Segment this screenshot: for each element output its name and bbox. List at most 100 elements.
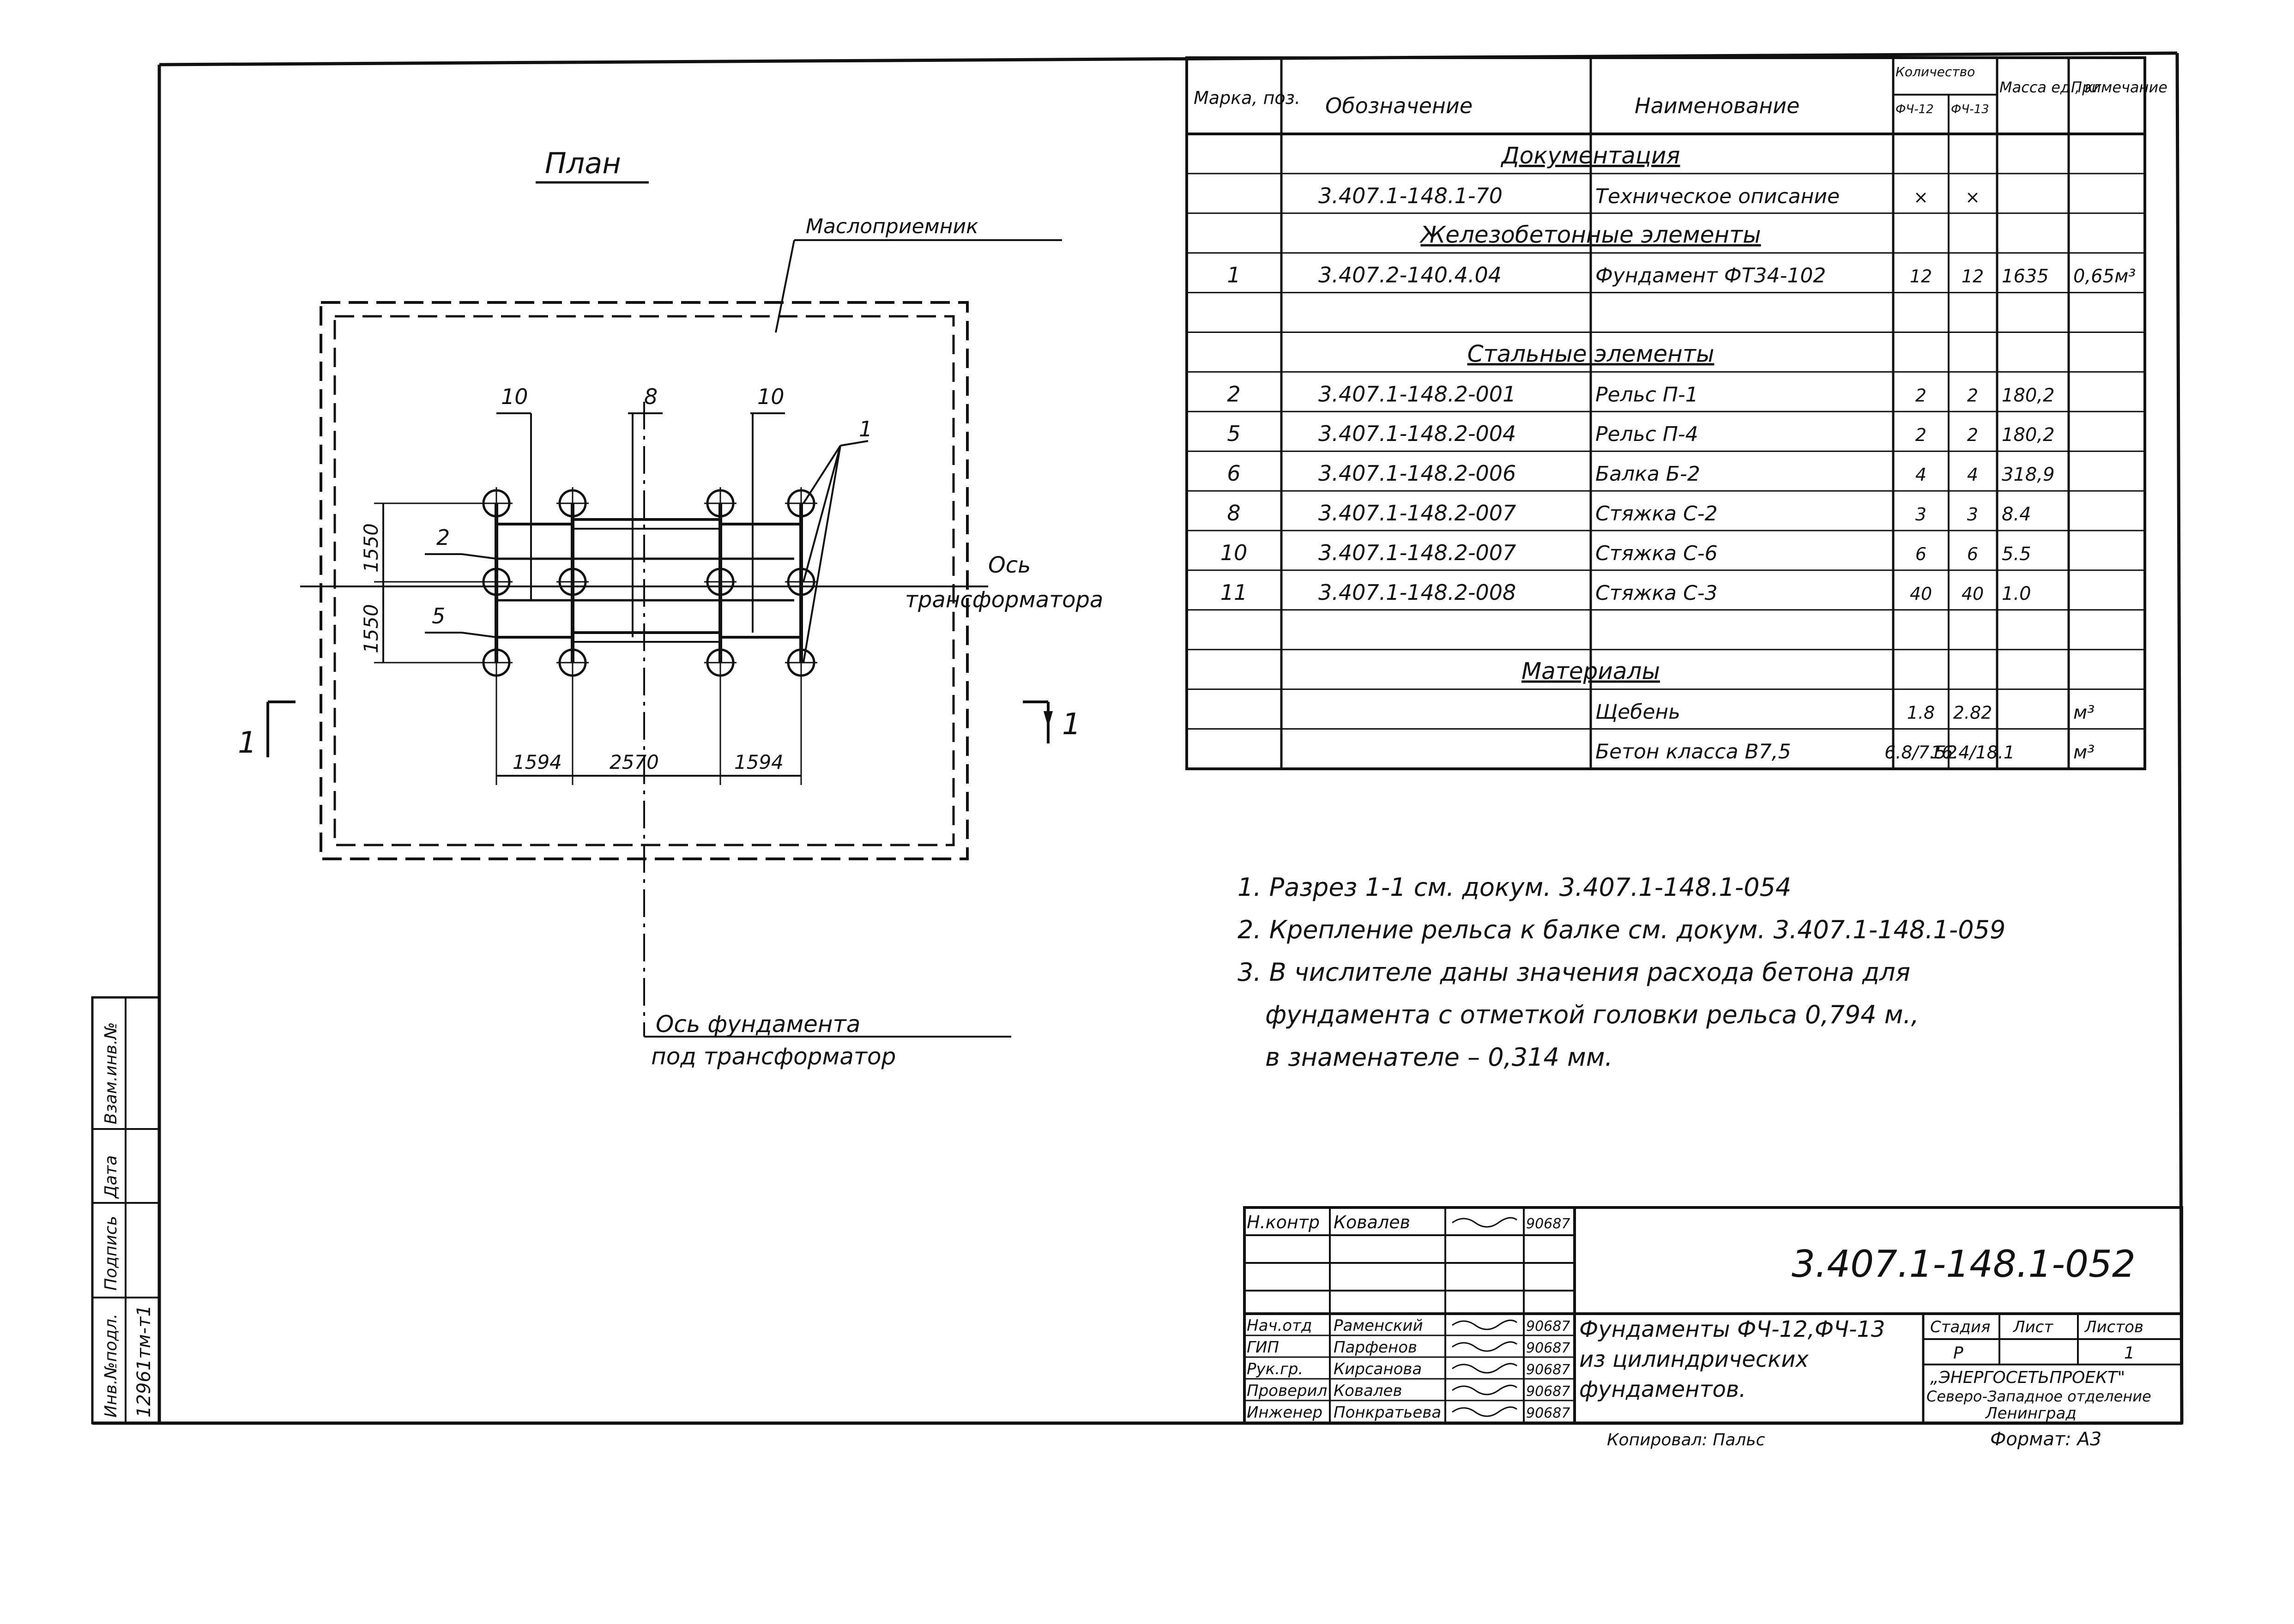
- signature-role: Инженер: [1247, 1403, 1322, 1422]
- foundation-circle: [785, 566, 817, 598]
- cell-qty-2: 6: [1967, 544, 1978, 564]
- foundation-circle: [556, 646, 589, 679]
- signature-role: Нач.отд: [1247, 1316, 1312, 1335]
- svg-text:2: 2: [436, 525, 450, 550]
- cell-qty-2: 3: [1967, 504, 1978, 525]
- foundation-axis-label-2: под трансформатор: [651, 1043, 896, 1070]
- cell-name: Техническое описание: [1595, 185, 1840, 208]
- cell-designation: 3.407.1-148.2-006: [1318, 461, 1516, 486]
- cell-position: 5: [1227, 421, 1240, 446]
- handwritten-signature: [1452, 1341, 1517, 1352]
- cell-mass: 180,2: [2002, 385, 2055, 406]
- header-mass: Масса ед., кг: [1999, 78, 2101, 96]
- header-name: Наименование: [1635, 93, 1799, 118]
- cell-qty-2: 12: [1962, 266, 1984, 287]
- header-designation: Обозначение: [1325, 93, 1473, 118]
- signature-date: 90687: [1526, 1405, 1570, 1421]
- cell-note: м³: [2073, 742, 2095, 763]
- cell-qty-1: ×: [1914, 187, 1928, 207]
- cell-position: 11: [1220, 580, 1248, 605]
- note-line: фундамента с отметкой головки рельса 0,7…: [1265, 1000, 1919, 1029]
- svg-text:1594: 1594: [734, 751, 784, 773]
- cell-name: Щебень: [1595, 700, 1680, 724]
- section-heading: Стальные элементы: [1467, 340, 1714, 367]
- cell-position: 10: [1220, 540, 1248, 565]
- organization-line-1: „ЭНЕРГОСЕТЬПРОЕКТ": [1930, 1368, 2125, 1387]
- cell-qty-2: 40: [1962, 584, 1984, 604]
- svg-text:8: 8: [644, 384, 658, 409]
- note-line: 3. В числителе даны значения расхода бет…: [1238, 958, 1910, 987]
- cell-designation: 3.407.1-148.2-007: [1318, 501, 1516, 525]
- rails: [496, 518, 801, 643]
- strip-label-signature: Подпись: [102, 1216, 121, 1291]
- cell-name: Рельс П-4: [1595, 423, 1698, 446]
- sheets-value: 1: [2124, 1344, 2135, 1363]
- cell-position: 1: [1227, 263, 1240, 288]
- callout-leaders: 10 8 10 1 2 5: [425, 384, 872, 663]
- foundation-circle: [704, 566, 736, 598]
- copied-by: Копировал: Пальс: [1607, 1431, 1765, 1449]
- header-mark: Марка, поз.: [1194, 88, 1300, 108]
- foundation-circle: [704, 487, 736, 519]
- cell-note: м³: [2073, 702, 2095, 724]
- signature-name: Ковалев: [1334, 1382, 1402, 1400]
- cell-qty-1: 2: [1915, 425, 1926, 445]
- cell-qty-2: 16.4/18.1: [1931, 742, 2015, 762]
- section-heading: Железобетонные элементы: [1419, 222, 1761, 248]
- note-line: в знаменателе – 0,314 мм.: [1265, 1043, 1613, 1072]
- cell-mass: 1635: [2002, 266, 2049, 287]
- svg-text:10: 10: [757, 384, 785, 409]
- sheet-format: Формат: А3: [1990, 1429, 2101, 1450]
- organization-line-3: Ленинград: [1985, 1404, 2077, 1423]
- cell-designation: 3.407.1-148.2-008: [1318, 580, 1516, 605]
- svg-text:2570: 2570: [610, 751, 659, 773]
- section-mark-right: 1: [1023, 700, 1081, 743]
- signature-role: Проверил: [1247, 1382, 1327, 1400]
- cell-mass: 5.5: [2002, 543, 2031, 565]
- stage-value: Р: [1953, 1344, 1963, 1363]
- signature-date: 90687: [1526, 1318, 1570, 1334]
- header-quantity: Количество: [1896, 64, 1975, 79]
- drawing-title-line-2: из цилиндрических: [1579, 1346, 1809, 1372]
- cell-mass: 1.0: [2002, 583, 2031, 604]
- foundation-circle: [556, 487, 589, 519]
- handwritten-signature: [1452, 1319, 1517, 1330]
- signature-role: Н.контр: [1247, 1212, 1320, 1232]
- signature-date: 90687: [1526, 1383, 1570, 1400]
- cell-designation: 3.407.1-148.1-70: [1318, 183, 1503, 208]
- cell-qty-1: 1.8: [1907, 703, 1935, 723]
- plan-title: План: [545, 146, 621, 180]
- note-line: 2. Крепление рельса к балке см. докум. 3…: [1238, 915, 2005, 944]
- strip-label-replaced: Взам.инв.№: [102, 1022, 121, 1124]
- general-notes: 1. Разрез 1-1 см. докум. 3.407.1-148.1-0…: [1238, 873, 2005, 1072]
- cell-name: Фундамент ФТ34-102: [1595, 264, 1826, 288]
- cell-position: 8: [1227, 501, 1240, 525]
- cell-qty-2: 2: [1967, 425, 1978, 445]
- header-qty-col2: ФЧ-13: [1951, 103, 1989, 116]
- plan-view: План Маслоприемник Ось трансформатора Ос…: [238, 146, 1103, 1070]
- transformer-axis-label-1: Ось: [988, 552, 1031, 578]
- foundation-axis-label-1: Ось фундамента: [656, 1011, 860, 1038]
- svg-text:1550: 1550: [360, 604, 382, 653]
- left-margin-strip: Инв.№подл. 12961тм-т1 Подпись Дата Взам.…: [91, 996, 161, 1425]
- svg-text:1: 1: [1062, 707, 1081, 742]
- signature-name: Парфенов: [1334, 1338, 1417, 1357]
- svg-text:1: 1: [859, 417, 872, 441]
- horizontal-dimensions: 1594 2570 1594: [495, 674, 802, 785]
- signature-row: Проверил Ковалев 90687: [1247, 1382, 1570, 1400]
- cell-qty-1: 4: [1915, 465, 1926, 485]
- specification-table: Марка, поз. Обозначение Наименование Кол…: [1185, 56, 2167, 770]
- signature-role: Рук.гр.: [1247, 1360, 1303, 1378]
